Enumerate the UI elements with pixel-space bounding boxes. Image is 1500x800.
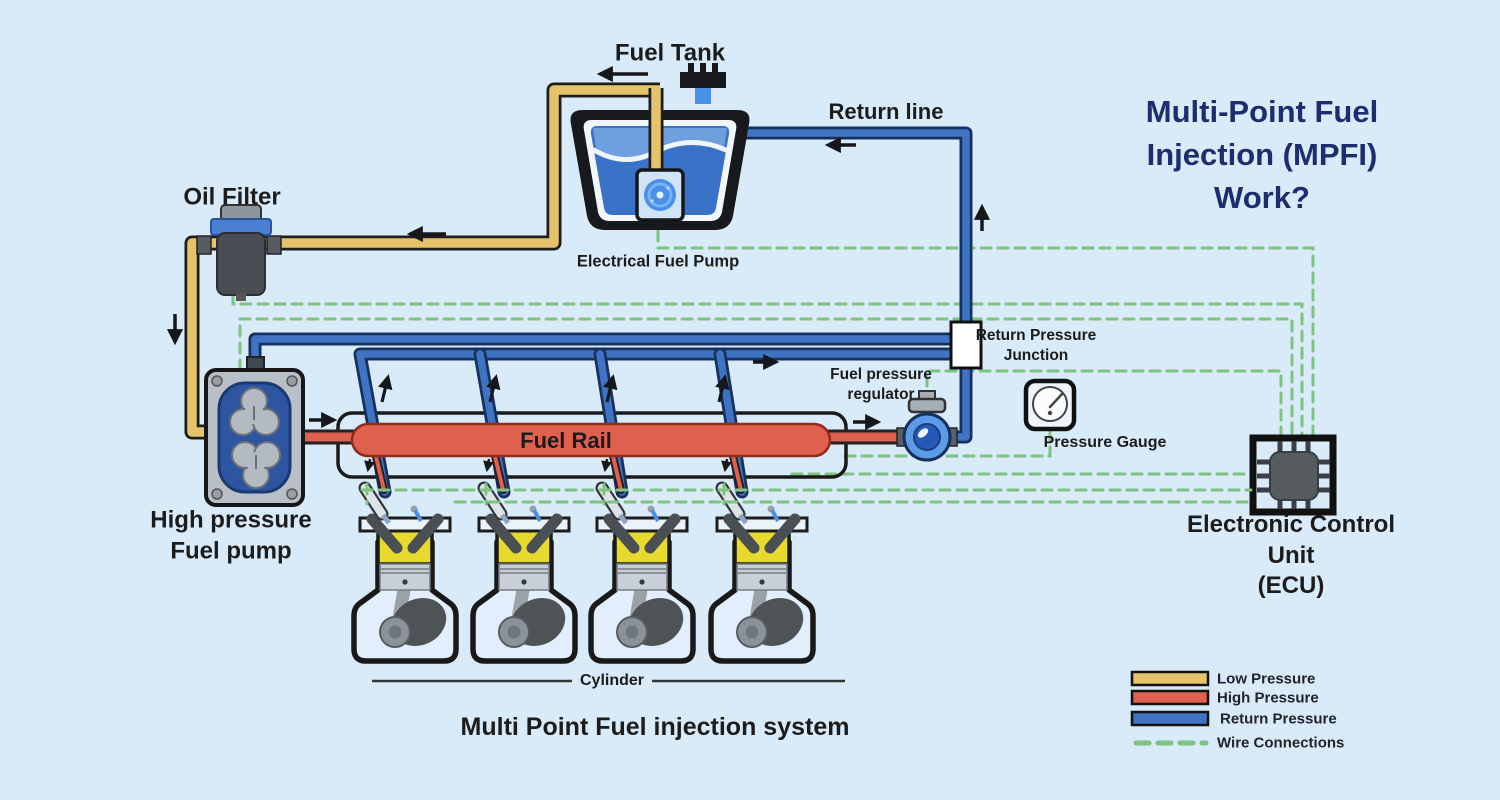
return-pressure-junction-label: Return Pressure Junction [975, 327, 1097, 364]
fuel-rail [350, 422, 832, 458]
pressure-gauge-label: Pressure Gauge [1043, 433, 1167, 451]
cylinder-3 [591, 488, 693, 661]
oil-filter-label: Oil Filter [183, 183, 281, 211]
legend-swatch-high-pressure [1130, 689, 1210, 706]
return-line-label: Return line [828, 98, 944, 124]
ecu-chip-icon [1249, 434, 1337, 516]
pressure-gauge [1023, 378, 1077, 432]
return-pressure-junction [949, 320, 983, 370]
legend-swatch-low-pressure [1130, 670, 1210, 687]
legend-swatch-return-pressure [1130, 710, 1210, 727]
fuel-rail-label: Fuel Rail [520, 427, 612, 453]
filler-cap-icon [680, 63, 726, 104]
page-title: Multi-Point Fuel Injection (MPFI) Work? [1145, 93, 1379, 215]
electrical-fuel-pump [635, 168, 685, 222]
legend-label-wire-connections: Wire Connections [1217, 734, 1345, 752]
wire-regulator-to-ecu [925, 369, 1283, 438]
legend-swatches [1130, 670, 1210, 746]
cylinder-1 [354, 488, 456, 661]
fuel-pressure-regulator-label: Fuel pressure regulator [830, 366, 932, 403]
cylinder-2 [473, 488, 575, 661]
wire-hp-pump-to-ecu [238, 317, 1294, 438]
diagram-caption: Multi Point Fuel injection system [460, 713, 850, 741]
fuel-tank-label: Fuel Tank [614, 39, 726, 67]
wire-oil-filter-to-ecu [231, 293, 1304, 438]
flow-arrows [166, 65, 991, 473]
wire-fuel-pump-to-ecu [656, 212, 1315, 438]
fuel-rail-box [336, 411, 848, 479]
high-pressure-fuel-pump-label: High pressure Fuel pump [150, 506, 312, 564]
cylinders [354, 488, 813, 661]
legend-label-high-pressure: High Pressure [1217, 689, 1319, 707]
oil-filter [196, 204, 282, 301]
high-pressure-fuel-pump [204, 356, 305, 507]
ecu-label: Electronic Control Unit (ECU) [1186, 510, 1396, 600]
legend-label-low-pressure: Low Pressure [1217, 670, 1316, 688]
cylinder-4 [711, 488, 813, 661]
injector-wires [360, 482, 1253, 506]
cylinder-label: Cylinder [579, 671, 645, 689]
legend-label-return-pressure: Return Pressure [1220, 710, 1337, 728]
wire-connections [231, 212, 1315, 476]
fuel-tank [570, 63, 750, 230]
electrical-fuel-pump-label: Electrical Fuel Pump [576, 252, 740, 271]
fuel-pressure-regulator [896, 390, 958, 462]
